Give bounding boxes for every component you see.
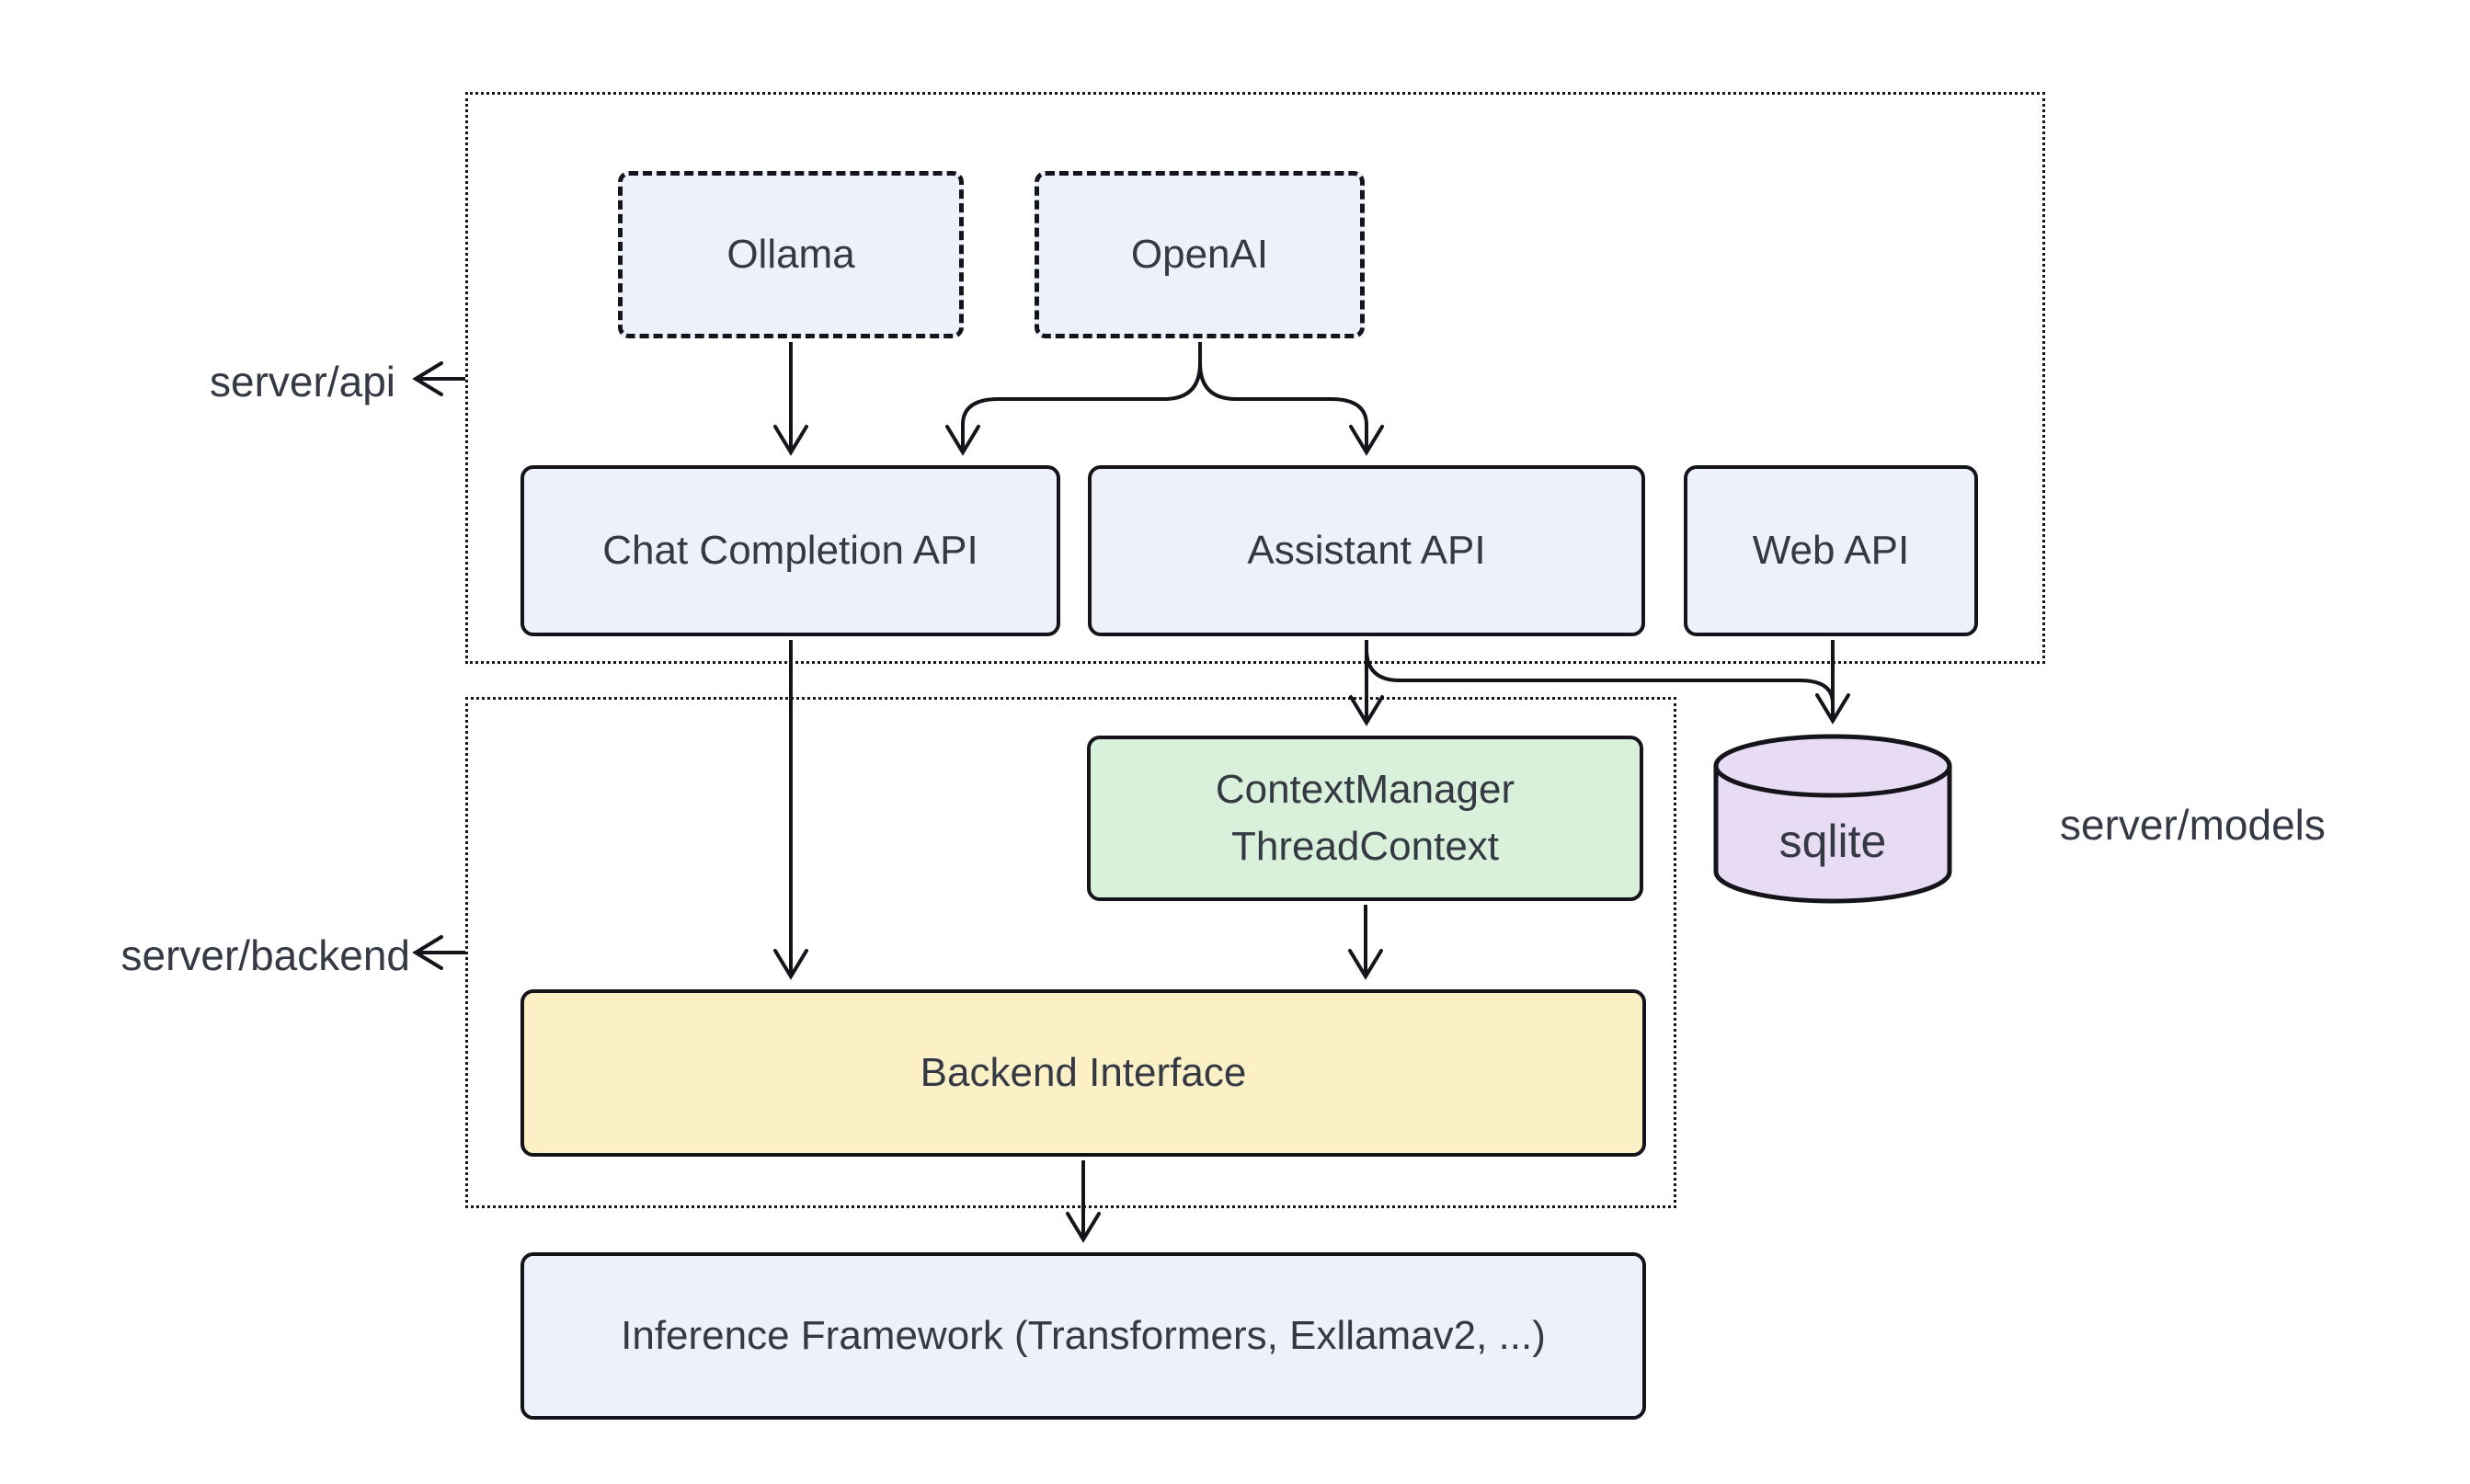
- label-server-backend: server/backend: [120, 931, 411, 979]
- node-context-manager: ContextManager ThreadContext: [1087, 736, 1643, 901]
- node-openai: OpenAI: [1035, 171, 1365, 338]
- node-openai-label: OpenAI: [1130, 232, 1269, 278]
- node-sqlite-label: sqlite: [1778, 816, 1887, 867]
- group-server-api: [465, 92, 2045, 664]
- label-server-api: server/api: [210, 358, 395, 405]
- node-assistant-api: Assistant API: [1088, 465, 1645, 636]
- context-manager-line1: ContextManager: [1215, 767, 1515, 813]
- node-inference-framework-label: Inference Framework (Transformers, Exlla…: [621, 1313, 1546, 1359]
- node-web-api-label: Web API: [1752, 528, 1910, 574]
- node-backend-interface: Backend Interface: [520, 989, 1646, 1157]
- node-ollama-label: Ollama: [726, 232, 855, 278]
- label-server-models: server/models: [2060, 801, 2326, 849]
- node-ollama: Ollama: [618, 171, 964, 338]
- node-chat-completion-api-label: Chat Completion API: [602, 528, 978, 574]
- node-inference-framework: Inference Framework (Transformers, Exlla…: [520, 1252, 1646, 1420]
- cylinder-top: [1713, 734, 1952, 798]
- context-manager-line2: ThreadContext: [1230, 824, 1500, 869]
- node-backend-interface-label: Backend Interface: [920, 1050, 1247, 1096]
- node-chat-completion-api: Chat Completion API: [520, 465, 1060, 636]
- node-assistant-api-label: Assistant API: [1247, 528, 1486, 574]
- group-server-backend: [465, 697, 1676, 1208]
- node-web-api: Web API: [1684, 465, 1978, 636]
